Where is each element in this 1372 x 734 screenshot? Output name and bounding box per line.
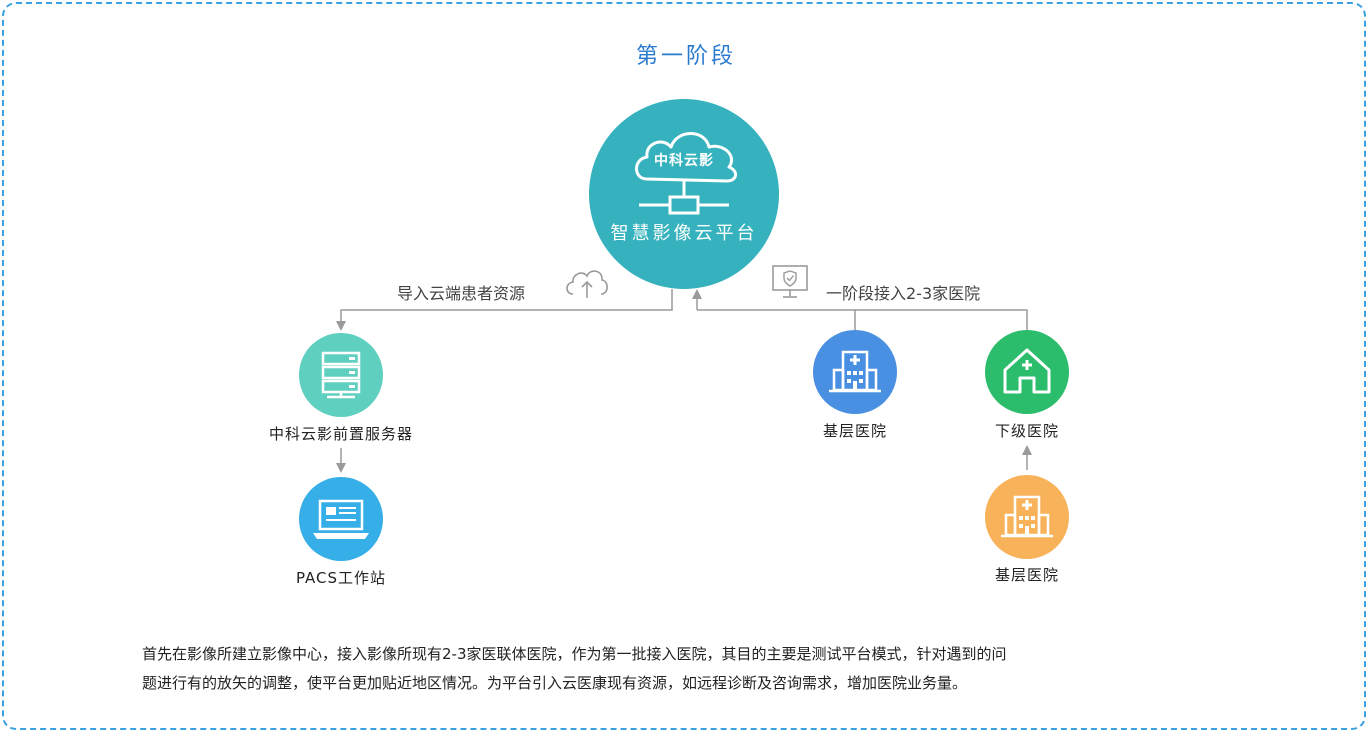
connector-hub-to-server: [336, 289, 673, 331]
hospital-primary-right-node: [813, 330, 897, 414]
hospital-primary-bottom-node: [985, 475, 1069, 559]
description-text: 首先在影像所建立影像中心，接入影像所现有2-3家医联体医院，作为第一批接入医院，…: [142, 640, 1252, 698]
hospital-lower-label: 下级医院: [994, 422, 1059, 440]
monitor-shield-icon: [772, 265, 808, 298]
description-line-2: 题进行有的放矢的调整，使平台更加贴近地区情况。为平台引入云医康现有资源，如远程诊…: [142, 674, 968, 692]
hospital-lower-node: [985, 330, 1069, 414]
hospital-primary-right-label: 基层医院: [822, 422, 887, 440]
hub-cloud-text: 中科云影: [654, 153, 714, 169]
import-flow-label: 导入云端患者资源: [397, 284, 526, 303]
hub-label: 智慧影像云平台: [610, 223, 758, 244]
server-label: 中科云影前置服务器: [268, 425, 413, 443]
pacs-label: PACS工作站: [295, 569, 387, 587]
laptop-icon: [313, 499, 369, 539]
pacs-node: [299, 477, 383, 561]
connector-hospital-right: [697, 309, 856, 330]
hospital-primary-bottom-label: 基层医院: [994, 566, 1059, 584]
description-line-1: 首先在影像所建立影像中心，接入影像所现有2-3家医联体医院，作为第一批接入医院，…: [142, 645, 1007, 663]
cloud-network-icon: [635, 132, 737, 215]
hospital-building-icon: [829, 350, 881, 393]
hub-platform: 中科云影 智慧影像云平台: [589, 99, 779, 289]
house-cross-icon: [1003, 348, 1051, 394]
server-node: [299, 333, 383, 417]
hospital-building-icon: [1001, 495, 1053, 538]
server-rack-icon: [321, 351, 361, 399]
cloud-upload-icon: [566, 270, 608, 298]
access-flow-label: 一阶段接入2-3家医院: [826, 284, 981, 303]
diagram-title: 第一阶段: [635, 44, 736, 69]
connector-lower-hospital: [855, 309, 1028, 330]
